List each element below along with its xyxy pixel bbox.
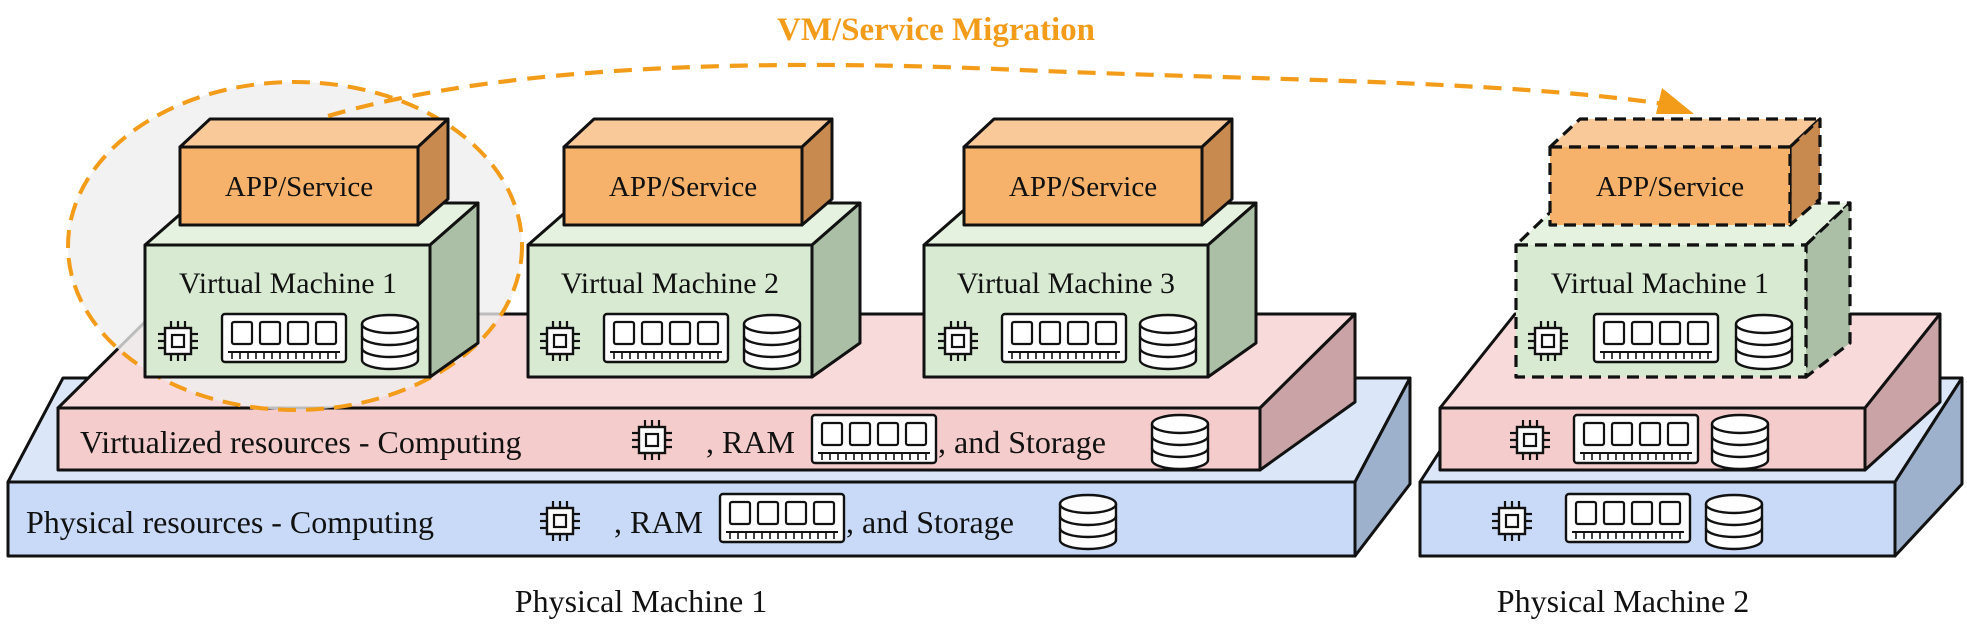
pm2-phys-cpu-icon — [1490, 499, 1534, 543]
pm1-virtualized-ram-text: , RAM — [706, 424, 795, 460]
pm1-physical-ram-text: , RAM — [614, 504, 703, 540]
pm2-vm1-label: Virtual Machine 1 — [1551, 267, 1769, 300]
pm1-label: Physical Machine 1 — [515, 583, 767, 619]
pm1-virtualized-text: Virtualized resources - Computing — [80, 424, 522, 460]
pm1-phys-ram-icon — [718, 492, 846, 544]
pm1-virt-cpu-icon — [630, 418, 674, 462]
pm2-virt-cpu-icon — [1508, 418, 1552, 462]
pm1-vm2-app-label: APP/Service — [609, 171, 757, 203]
pm1-virt-storage-icon — [1150, 413, 1210, 471]
pm2-label: Physical Machine 2 — [1497, 583, 1749, 619]
migration-label: VM/Service Migration — [777, 12, 1095, 48]
pm2-virt-ram-icon — [1572, 413, 1700, 465]
pm1-physical-storage-text: , and Storage — [846, 504, 1014, 540]
pm1-vm2 — [526, 117, 862, 379]
migration-arrowhead — [1656, 88, 1694, 114]
pm1-phys-storage-icon — [1058, 493, 1118, 551]
pm1-vm3-app-label: APP/Service — [1009, 171, 1157, 203]
migration-arrow — [327, 62, 1665, 119]
pm1-vm1-app-label: APP/Service — [225, 171, 373, 203]
pm2-vm1-migrated — [1514, 117, 1852, 379]
pm1-physical-text: Physical resources - Computing — [26, 504, 434, 540]
pm1-physical-front — [6, 480, 1357, 558]
pm2-phys-storage-icon — [1704, 493, 1764, 551]
pm1-vm3 — [922, 117, 1258, 379]
pm1-vm1 — [143, 117, 480, 379]
pm1-virtualized-storage-text: , and Storage — [938, 424, 1106, 460]
pm1-virt-ram-icon — [810, 413, 938, 465]
pm2-virt-storage-icon — [1710, 413, 1770, 471]
pm2-phys-ram-icon — [1564, 492, 1692, 544]
pm1-phys-cpu-icon — [538, 499, 582, 543]
pm1-vm1-label: Virtual Machine 1 — [179, 267, 397, 300]
pm1-vm2-label: Virtual Machine 2 — [561, 267, 779, 300]
pm2-vm1-app-label: APP/Service — [1596, 171, 1744, 203]
pm1-vm3-label: Virtual Machine 3 — [957, 267, 1175, 300]
